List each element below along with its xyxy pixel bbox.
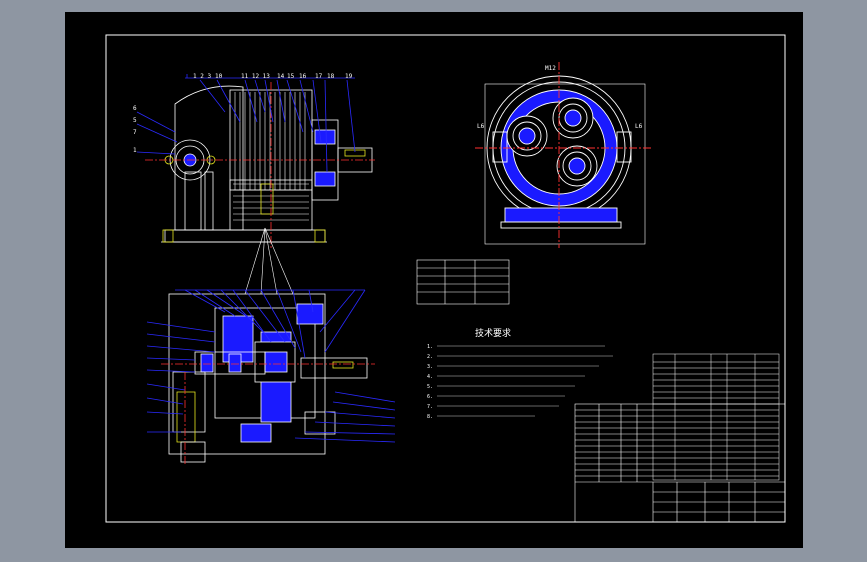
drawing-frame — [105, 34, 786, 523]
svg-text:15: 15 — [287, 73, 295, 80]
svg-text:5: 5 — [133, 117, 137, 124]
title-block — [574, 403, 786, 523]
tech-req-5: 5. — [427, 384, 433, 390]
tech-req-6: 6. — [427, 394, 433, 400]
tech-req-4: 4. — [427, 374, 433, 380]
drawing-svg: 1 2 3 10 11 12 13 14 15 16 17 18 19 6 5 … — [105, 34, 786, 523]
tech-req-1: 1. — [427, 344, 433, 350]
svg-text:L6: L6 — [477, 123, 485, 130]
svg-text:L6: L6 — [635, 123, 643, 130]
svg-text:10: 10 — [215, 73, 223, 80]
drawing-canvas[interactable]: 1 2 3 10 11 12 13 14 15 16 17 18 19 6 5 … — [65, 12, 803, 548]
section-leaders — [146, 289, 396, 443]
tech-req-3: 3. — [427, 364, 433, 370]
svg-text:1: 1 — [133, 147, 137, 154]
svg-text:16: 16 — [299, 73, 307, 80]
front-view — [145, 82, 375, 248]
svg-text:14: 14 — [277, 73, 285, 80]
bom-table — [652, 353, 780, 481]
front-view-callouts: 1 2 3 10 11 12 13 14 15 16 17 18 19 6 5 … — [133, 73, 353, 154]
view-leaders — [244, 227, 294, 295]
tech-requirements: 技术要求 1. 2. 3. 4. 5. 6. 7. 8. — [427, 327, 613, 420]
svg-text:1 2 3: 1 2 3 — [193, 73, 211, 80]
svg-text:6: 6 — [133, 105, 137, 112]
tech-req-7: 7. — [427, 404, 433, 410]
side-view-callouts: M12 L6 L6 — [477, 65, 643, 130]
svg-text:11 12 13: 11 12 13 — [241, 73, 270, 80]
spec-table — [416, 259, 510, 305]
tech-req-8: 8. — [427, 414, 433, 420]
svg-text:18: 18 — [327, 73, 335, 80]
front-view-leaders — [136, 74, 356, 173]
svg-text:7: 7 — [133, 129, 137, 136]
tech-req-2: 2. — [427, 354, 433, 360]
svg-text:M12: M12 — [545, 65, 556, 72]
tech-title: 技术要求 — [475, 327, 511, 339]
side-view — [475, 62, 651, 248]
section-view — [161, 293, 375, 464]
svg-text:19: 19 — [345, 73, 353, 80]
tech-text-lines — [437, 345, 613, 417]
svg-text:17: 17 — [315, 73, 323, 80]
